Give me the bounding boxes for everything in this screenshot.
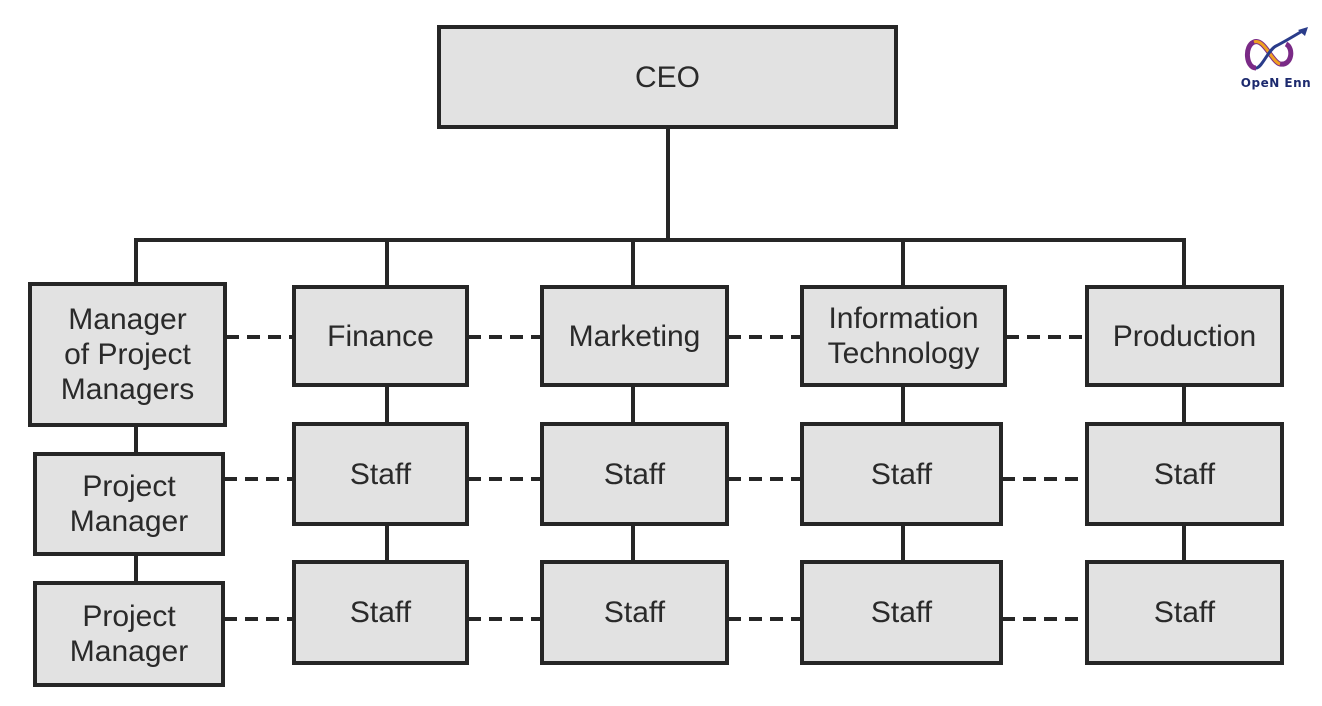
- marketing-box: Marketing: [540, 285, 729, 387]
- staff-finance-box-1: Staff: [292, 422, 469, 526]
- manager-of-pm-label: Manager of Project Managers: [60, 303, 195, 406]
- project-manager-label-1: Project Manager: [69, 470, 189, 538]
- staff-finance-box-2: Staff: [292, 560, 469, 665]
- ceo-box: CEO: [437, 25, 898, 129]
- staff-it-box-1: Staff: [800, 422, 1003, 526]
- staff-marketing-label-1: Staff: [603, 457, 666, 491]
- infinity-arrow-logo-icon: [1245, 27, 1308, 71]
- project-manager-box-1: Project Manager: [33, 452, 225, 556]
- production-label: Production: [1112, 319, 1257, 353]
- finance-box: Finance: [292, 285, 469, 387]
- staff-it-label-2: Staff: [870, 596, 933, 629]
- marketing-label: Marketing: [568, 319, 701, 353]
- manager-of-pm-box: Manager of Project Managers: [28, 282, 227, 427]
- staff-production-label-1: Staff: [1153, 457, 1216, 491]
- project-manager-box-2: Project Manager: [33, 581, 225, 687]
- staff-marketing-box-2: Staff: [540, 560, 729, 665]
- project-manager-label-2: Project Manager: [69, 600, 189, 668]
- staff-production-box-2: Staff: [1085, 560, 1284, 665]
- information-technology-box: Information Technology: [800, 285, 1007, 387]
- staff-finance-label-1: Staff: [349, 457, 412, 491]
- production-box: Production: [1085, 285, 1284, 387]
- staff-marketing-box-1: Staff: [540, 422, 729, 526]
- staff-production-label-2: Staff: [1153, 596, 1216, 629]
- ceo-label: CEO: [634, 60, 700, 94]
- staff-it-box-2: Staff: [800, 560, 1003, 665]
- staff-it-label-1: Staff: [870, 457, 933, 491]
- information-technology-label: Information Technology: [827, 302, 980, 370]
- logo-text: OpeN Enn: [1240, 76, 1312, 90]
- staff-marketing-label-2: Staff: [603, 596, 666, 629]
- staff-finance-label-2: Staff: [349, 596, 412, 629]
- finance-label: Finance: [327, 319, 434, 353]
- staff-production-box-1: Staff: [1085, 422, 1284, 526]
- open-enn-logo: OpeN Enn: [1238, 26, 1314, 96]
